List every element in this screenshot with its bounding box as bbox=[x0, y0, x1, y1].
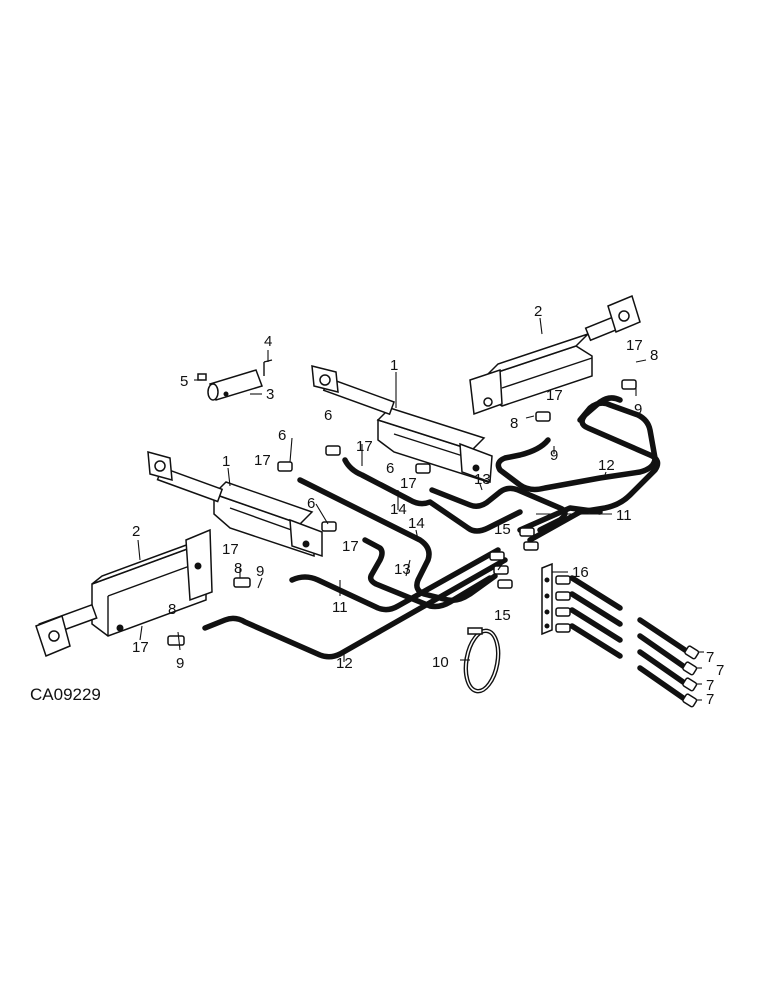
callout-16: 16 bbox=[572, 564, 589, 581]
callout-1-left: 1 bbox=[222, 453, 230, 470]
callout-11-a: 11 bbox=[332, 599, 348, 616]
callout-8-c: 8 bbox=[650, 347, 658, 364]
callout-9-b: 9 bbox=[176, 655, 184, 672]
leader-lines bbox=[137, 317, 704, 701]
callout-17-d: 17 bbox=[342, 538, 359, 555]
hose-11-upper bbox=[495, 400, 658, 493]
hose-clamp-10 bbox=[463, 627, 501, 694]
diagram-code: CA09229 bbox=[30, 685, 101, 704]
coupler-hoses bbox=[569, 575, 700, 708]
callout-6-d: 6 bbox=[307, 495, 315, 512]
callout-13-a: 13 bbox=[394, 561, 411, 578]
hose-13-lower bbox=[362, 537, 493, 610]
callout-8-a: 8 bbox=[234, 560, 242, 577]
hoses bbox=[202, 395, 661, 660]
callout-8-b: 8 bbox=[168, 601, 176, 618]
cylinder-1-top bbox=[311, 365, 493, 484]
callout-3: 3 bbox=[266, 386, 274, 403]
callout-7-b: 7 bbox=[716, 662, 724, 679]
callout-7-d: 7 bbox=[706, 691, 714, 708]
callout-6-c: 6 bbox=[386, 460, 394, 477]
callout-9-c: 9 bbox=[634, 401, 642, 418]
cylinder-2-right bbox=[469, 294, 641, 416]
callout-4: 4 bbox=[264, 333, 272, 350]
fittings bbox=[167, 379, 637, 646]
cylinder-2-left bbox=[35, 528, 213, 658]
callout-7-c: 7 bbox=[706, 677, 714, 694]
callout-labels: 1 1 2 2 3 4 5 6 6 6 6 7 7 7 7 8 8 8 8 9 … bbox=[132, 303, 724, 708]
callout-2-right: 2 bbox=[534, 303, 542, 320]
callout-1-top: 1 bbox=[390, 357, 398, 374]
callout-17-g: 17 bbox=[626, 337, 643, 354]
callout-10: 10 bbox=[432, 654, 449, 671]
hose-14-left bbox=[297, 477, 498, 604]
callout-8-d: 8 bbox=[510, 415, 518, 432]
hose-11-lower bbox=[289, 547, 501, 613]
callout-17-a: 17 bbox=[254, 452, 271, 469]
callout-15-b: 15 bbox=[494, 607, 511, 624]
hose-12-lower bbox=[202, 557, 508, 660]
callout-17-b: 17 bbox=[222, 541, 239, 558]
callout-13-b: 13 bbox=[474, 471, 491, 488]
callout-14-b: 14 bbox=[408, 515, 425, 532]
callout-7-a: 7 bbox=[706, 649, 714, 666]
callout-5: 5 bbox=[180, 373, 188, 390]
callout-12-a: 12 bbox=[336, 655, 353, 672]
callout-17-f: 17 bbox=[400, 475, 417, 492]
callout-6-a: 6 bbox=[324, 407, 332, 424]
callout-12-b: 12 bbox=[598, 457, 615, 474]
pin-assembly bbox=[197, 359, 273, 401]
hose-12-upper bbox=[527, 395, 661, 543]
callout-15-a: 15 bbox=[494, 521, 511, 538]
mounting-bracket-16 bbox=[541, 562, 553, 636]
callout-2-left: 2 bbox=[132, 523, 140, 540]
callout-14-a: 14 bbox=[390, 501, 407, 518]
callout-17-e: 17 bbox=[356, 438, 373, 455]
hose-14-middle bbox=[342, 457, 523, 534]
callout-17-h: 17 bbox=[546, 387, 563, 404]
cylinder-1-left bbox=[147, 450, 323, 558]
callout-11-b: 11 bbox=[616, 507, 632, 524]
callout-17-c: 17 bbox=[132, 639, 149, 656]
callout-9-d: 9 bbox=[550, 447, 558, 464]
hose-11-right bbox=[517, 505, 603, 533]
callout-6-b: 6 bbox=[278, 427, 286, 444]
callout-9-a: 9 bbox=[256, 563, 264, 580]
